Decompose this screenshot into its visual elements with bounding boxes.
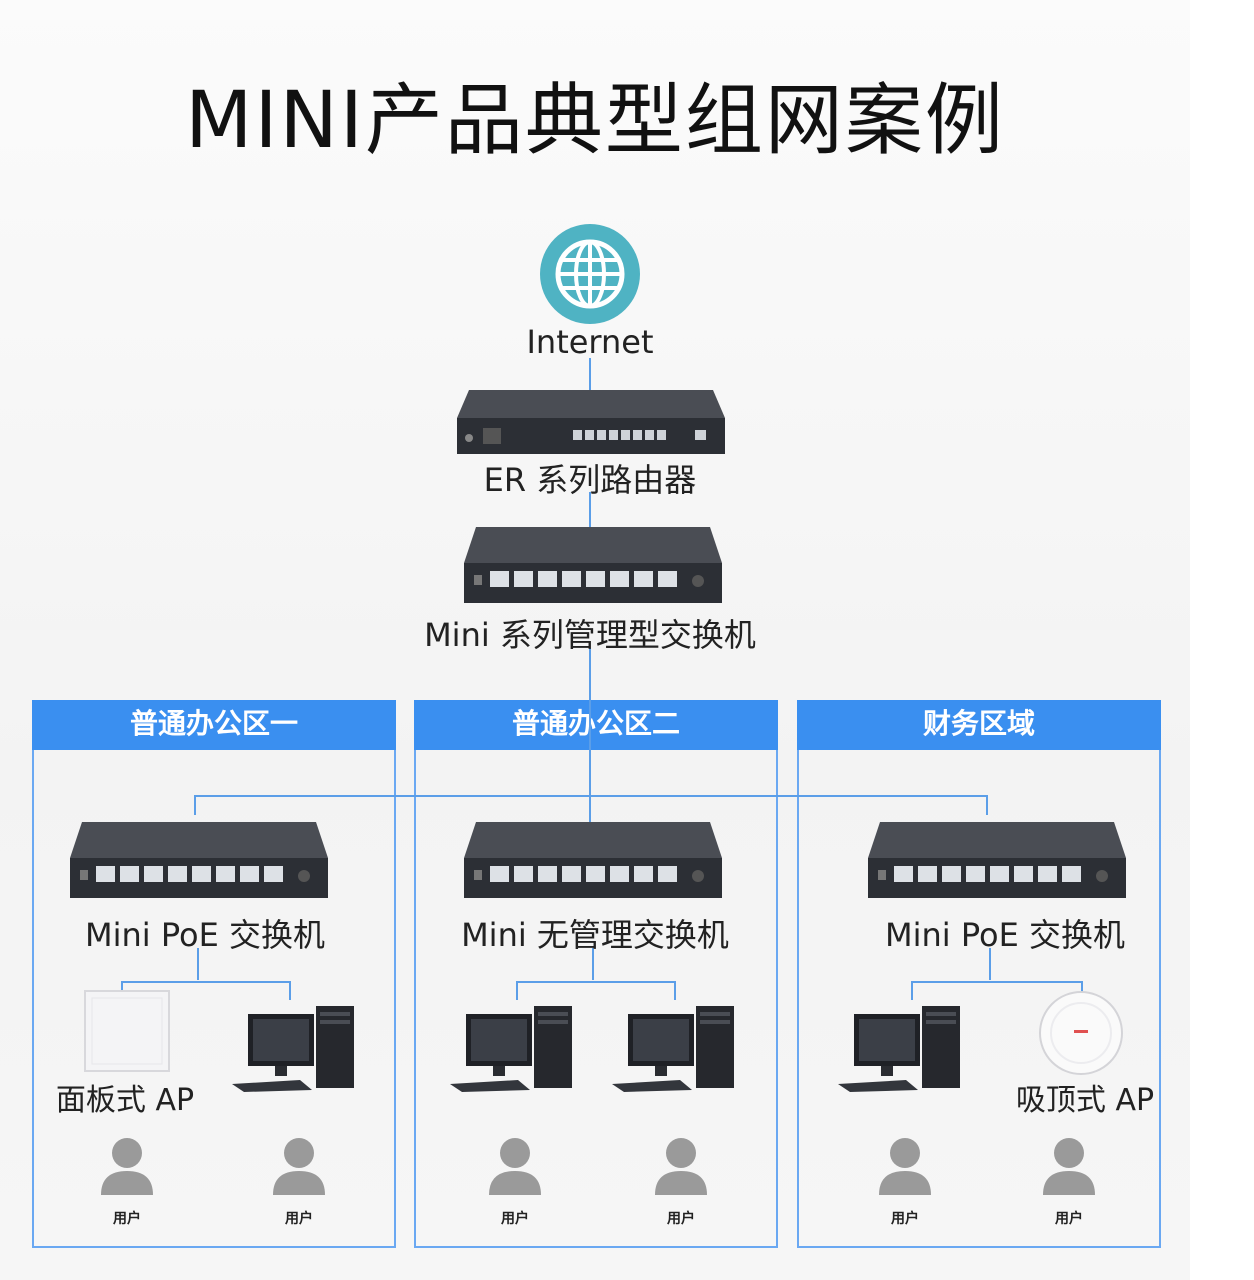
line-sw3-branch <box>911 981 1083 1000</box>
user-icon <box>489 1138 541 1195</box>
desktop-computer-icon <box>838 1006 960 1092</box>
desktop-computer-icon <box>612 1006 734 1092</box>
poe-switch-icon <box>70 822 328 898</box>
zone-title-2: 普通办公区二 <box>414 700 778 750</box>
line-distribution-bus <box>194 795 988 815</box>
panel-ap-label: 面板式 AP <box>55 1083 195 1118</box>
ceiling-ap-label: 吸顶式 AP <box>1015 1083 1155 1118</box>
unmanaged-switch-icon <box>464 822 722 898</box>
desktop-computer-icon <box>232 1006 354 1092</box>
user-label: 用户 <box>1055 1211 1083 1227</box>
router-label: ER 系列路由器 <box>483 461 697 499</box>
desktop-computer-icon <box>450 1006 572 1092</box>
background <box>0 0 1190 1280</box>
zone2-switch-label: Mini 无管理交换机 <box>461 916 729 954</box>
user-label: 用户 <box>113 1211 141 1227</box>
user-label: 用户 <box>501 1211 529 1227</box>
panel-ap-icon <box>84 990 170 1072</box>
page-title: MINI产品典型组网案例 <box>185 76 1005 166</box>
zone1-switch-label: Mini PoE 交换机 <box>85 916 325 954</box>
line-sw2-branch <box>516 981 676 1000</box>
router-icon <box>457 390 725 454</box>
user-label: 用户 <box>285 1211 313 1227</box>
zone-title-1: 普通办公区一 <box>32 700 396 750</box>
user-icon <box>879 1138 931 1195</box>
line-sw1-branch <box>121 981 291 1000</box>
core-switch-label: Mini 系列管理型交换机 <box>424 616 756 654</box>
zone3-switch-label: Mini PoE 交换机 <box>885 916 1125 954</box>
globe-icon <box>540 224 640 324</box>
user-label: 用户 <box>891 1211 919 1227</box>
user-icon <box>655 1138 707 1195</box>
user-icon <box>1043 1138 1095 1195</box>
ceiling-ap-icon <box>1039 991 1123 1075</box>
user-icon <box>101 1138 153 1195</box>
poe-switch-icon <box>868 822 1126 898</box>
zone-title-3: 财务区域 <box>797 700 1161 750</box>
core-switch-icon <box>464 527 722 603</box>
internet-label: Internet <box>526 323 654 361</box>
user-label: 用户 <box>667 1211 695 1227</box>
user-icon <box>273 1138 325 1195</box>
